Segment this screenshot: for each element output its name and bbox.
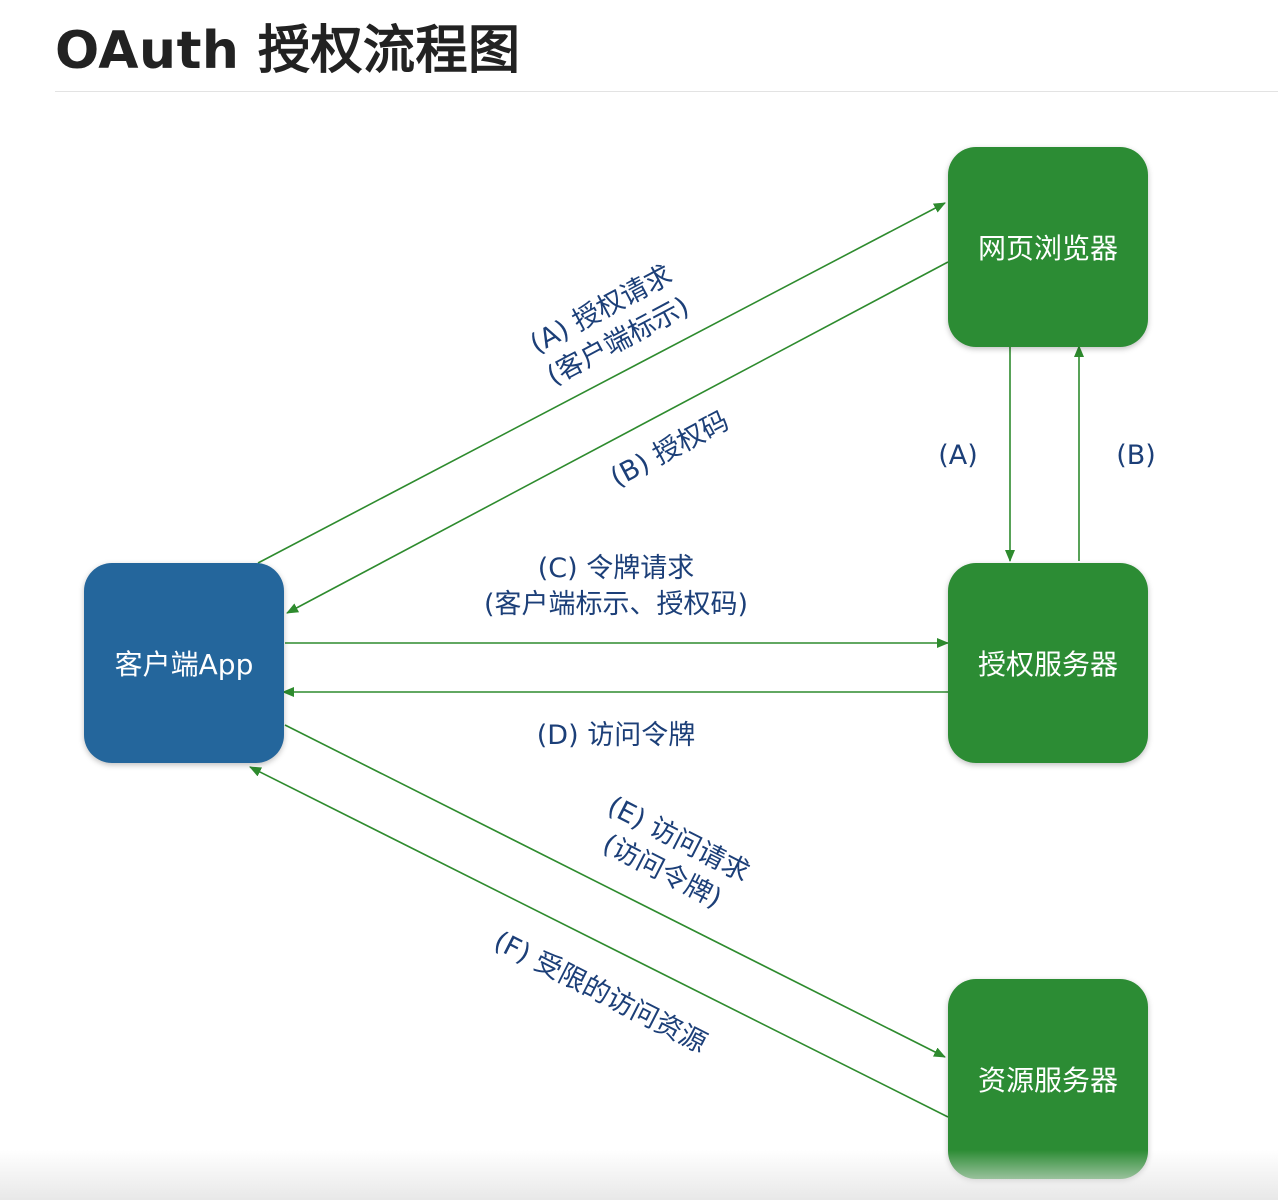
auth-server-node-label: 授权服务器 — [977, 648, 1118, 681]
resource-server-node: 资源服务器 — [948, 979, 1148, 1179]
title-divider — [55, 91, 1278, 92]
edge-label-d: (D) 访问令牌 — [466, 718, 766, 754]
browser-node-label: 网页浏览器 — [977, 232, 1118, 265]
edge-label-vertical-a-text: (A) — [938, 440, 978, 471]
auth-server-node: 授权服务器 — [948, 563, 1148, 763]
edge-label-vertical-b: (B) — [1104, 438, 1168, 474]
arrow-b-browser-to-client — [286, 261, 949, 614]
arrow-f-resource-to-client — [249, 766, 949, 1118]
resource-server-node-label: 资源服务器 — [977, 1064, 1118, 1097]
edge-label-c-line2: (客户端标示、授权码) — [483, 589, 749, 620]
client-app-node: 客户端App — [84, 563, 284, 763]
client-app-node-label: 客户端App — [114, 648, 254, 681]
bottom-fade — [0, 1150, 1278, 1200]
edge-label-c: (C) 令牌请求 (客户端标示、授权码) — [416, 551, 816, 623]
edge-label-vertical-b-text: (B) — [1116, 440, 1156, 471]
edge-label-vertical-a: (A) — [926, 438, 990, 474]
arrow-a-client-to-browser — [257, 202, 946, 564]
edge-label-c-line1: (C) 令牌请求 — [537, 553, 695, 584]
arrow-e-client-to-resource — [284, 724, 946, 1058]
edge-label-d-text: (D) 访问令牌 — [536, 720, 696, 751]
page-title: OAuth 授权流程图 — [55, 21, 521, 81]
browser-node: 网页浏览器 — [948, 147, 1148, 347]
